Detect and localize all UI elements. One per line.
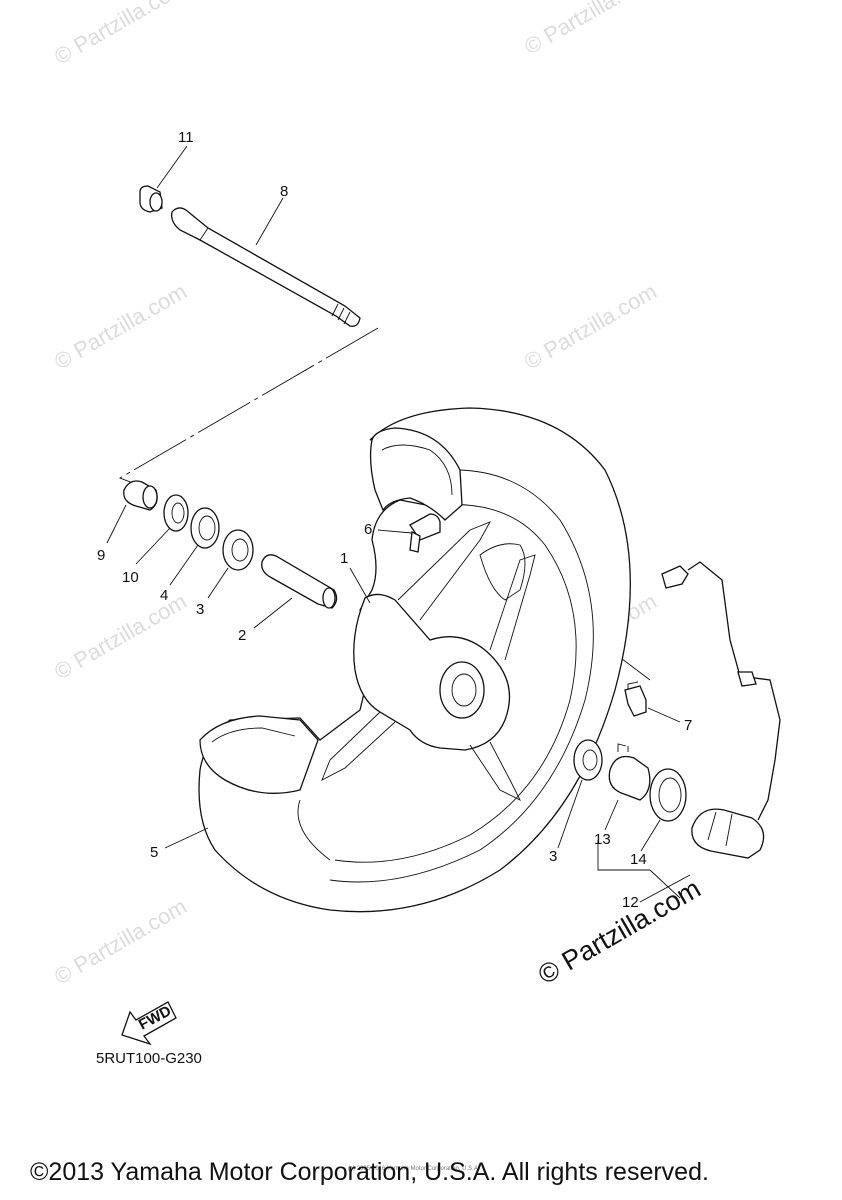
spacer-part	[261, 554, 338, 609]
wheel-assembly	[198, 407, 631, 913]
fwd-arrow: FWD	[121, 1001, 177, 1046]
valve-part	[409, 513, 441, 553]
clip-part	[624, 681, 647, 717]
speedometer-gear-unit-part	[661, 561, 781, 859]
diagram-code: 5RUT100-G230	[96, 1050, 202, 1067]
watermark-text: © Partzilla.com	[50, 279, 191, 375]
axle-nut-part	[139, 185, 163, 213]
watermark-text: © Partzilla.com	[520, 279, 661, 375]
callout-9: 9	[97, 547, 105, 564]
callout-5: 5	[150, 844, 158, 861]
axle-part	[171, 207, 361, 327]
clutch-part	[608, 743, 651, 801]
oil-seal-part	[163, 494, 189, 532]
oil-seal-part	[649, 768, 687, 822]
callout-7: 7	[684, 717, 692, 734]
callouts: 11 8 9 10 4 3 2 1 6 7 5 3 13 14 12	[97, 129, 692, 911]
bearing-part	[222, 529, 254, 571]
watermark-text: © Partzilla.com	[50, 0, 191, 69]
watermark-text: © Partzilla.com	[50, 589, 191, 685]
copyright-notice: ©2013 Yamaha Motor Corporation, U.S.A. A…	[30, 1158, 709, 1186]
callout-12: 12	[622, 894, 639, 911]
callout-13: 13	[594, 831, 611, 848]
bearing-part	[573, 739, 603, 781]
callout-3: 3	[196, 601, 204, 618]
collar-part	[123, 480, 158, 511]
assembly-line	[118, 327, 379, 486]
small-credit: (c) 2005-2016 Yamaha Motor Corporation, …	[348, 1166, 480, 1172]
watermark-main: © Partzilla.com	[533, 873, 706, 990]
oil-seal-part	[190, 507, 220, 549]
callout-11: 11	[178, 129, 194, 146]
callout-2: 2	[238, 627, 246, 644]
callout-4: 4	[160, 587, 168, 604]
callout-6: 6	[364, 521, 372, 538]
leader-lines	[106, 145, 691, 903]
callout-8: 8	[280, 183, 288, 200]
callout-3b: 3	[549, 848, 557, 865]
watermark-text: © Partzilla.com	[520, 0, 661, 59]
callout-10: 10	[122, 569, 139, 586]
callout-1: 1	[340, 550, 348, 567]
watermark-text: © Partzilla.com	[50, 894, 191, 990]
callout-14: 14	[630, 851, 647, 868]
